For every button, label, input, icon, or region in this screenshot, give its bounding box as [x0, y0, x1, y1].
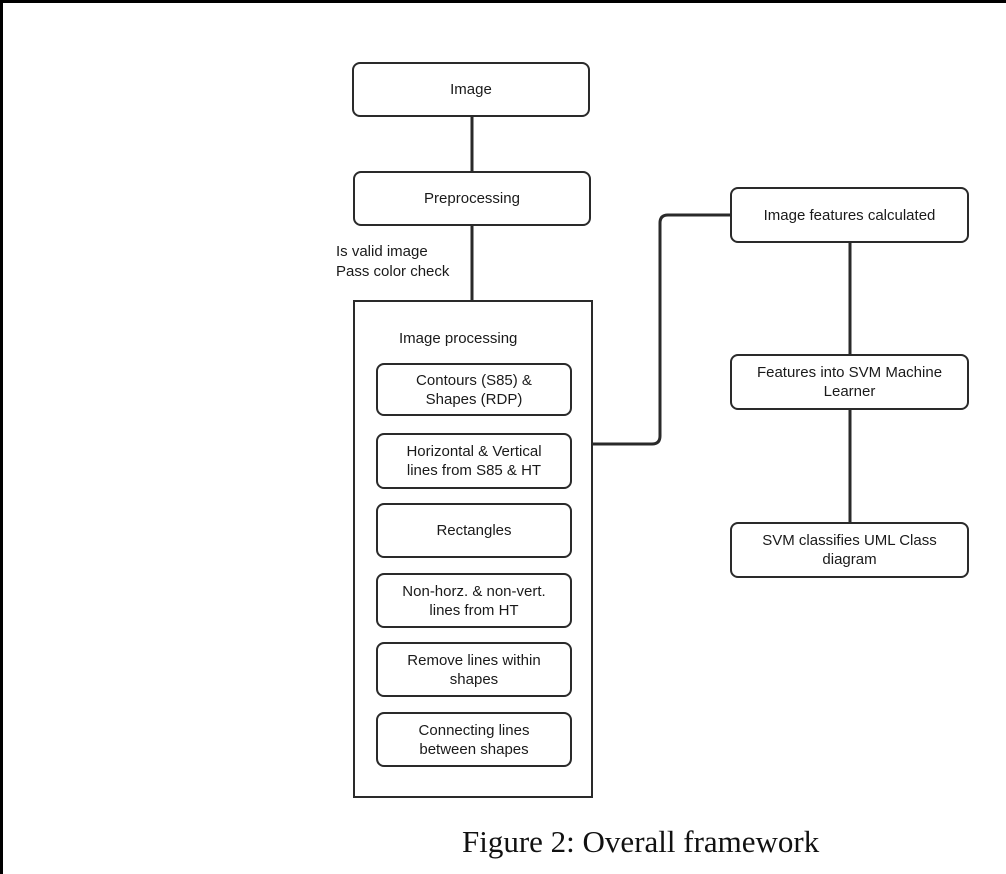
- step-rectangles: Rectangles: [376, 503, 572, 558]
- step-remove-lines: Remove lines within shapes: [376, 642, 572, 697]
- figure-caption: Figure 2: Overall framework: [462, 824, 820, 859]
- svm-learner-node: Features into SVM Machine Learner: [730, 354, 969, 410]
- validation-edge-label: Is valid image Pass color check: [336, 243, 450, 280]
- image-processing-title: Image processing: [399, 330, 518, 347]
- connector-lines: [470, 116, 852, 523]
- svm-classifies-node: SVM classifies UML Class diagram: [730, 522, 969, 578]
- preprocessing-node: Preprocessing: [353, 171, 591, 226]
- edge-image-processing-to-features: [593, 213, 731, 446]
- image-node: Image: [352, 62, 590, 117]
- step-non-horizontal-lines: Non-horz. & non-vert. lines from HT: [376, 573, 572, 628]
- step-horizontal-vertical-lines: Horizontal & Vertical lines from S85 & H…: [376, 433, 572, 489]
- image-features-node: Image features calculated: [730, 187, 969, 243]
- step-contours-shapes: Contours (S85) & Shapes (RDP): [376, 363, 572, 416]
- step-connecting-lines: Connecting lines between shapes: [376, 712, 572, 767]
